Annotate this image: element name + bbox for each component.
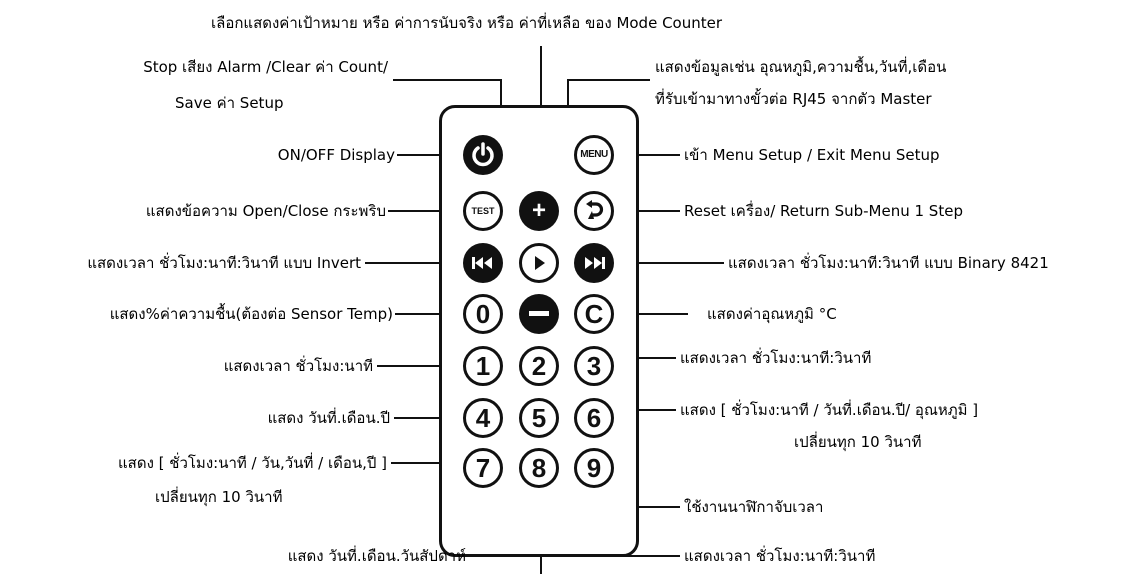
power-icon [472,142,494,167]
seven-button-label: 7 [475,453,491,483]
label-seven-line1: แสดง [ ชั่วโมง:นาที / วัน,วันที่ / เดือน… [118,454,387,472]
seven-button[interactable]: 7 [463,448,503,488]
c-button[interactable]: C [574,294,614,334]
five-button-label: 5 [531,403,547,433]
test-button[interactable]: TEST [463,191,503,231]
label-six-line1: แสดง [ ชั่วโมง:นาที / วันที่.เดือน.ปี/ อ… [680,401,979,419]
play-button[interactable] [519,243,559,283]
minus-button[interactable] [519,294,559,334]
label-five: แสดง วันที่.เดือน.วันสัปดาห์ [287,547,466,565]
label-menu: เข้า Menu Setup / Exit Menu Setup [684,146,940,164]
eight-button[interactable]: 8 [519,448,559,488]
label-power: ON/OFF Display [277,146,395,164]
menu-button-label: MENU [580,149,608,160]
label-prev: แสดงเวลา ชั่วโมง:นาที:วินาที แบบ Invert [87,254,361,272]
return-icon [586,200,604,219]
play-icon [535,256,545,270]
label-one: แสดงเวลา ชั่วโมง:นาที [223,357,373,375]
return-button[interactable] [574,191,614,231]
label-mode-counter: เลือกแสดงค่าเป้าหมาย หรือ ค่าการนับจริง … [211,14,723,32]
test-button-label: TEST [471,205,495,216]
label-three: แสดงเวลา ชั่วโมง:นาที:วินาที [680,349,872,367]
five-button[interactable]: 5 [519,398,559,438]
four-button[interactable]: 4 [463,398,503,438]
label-seven-line2: เปลี่ยนทุก 10 วินาที [155,488,283,506]
label-six-line2: เปลี่ยนทุก 10 วินาที [794,433,922,451]
label-zero: แสดง%ค่าความชื้น(ต้องต่อ Sensor Temp) [109,305,393,323]
nine-button-label: 9 [586,453,602,483]
eight-button-label: 8 [531,453,547,483]
one-button[interactable]: 1 [463,346,503,386]
prev-button[interactable] [463,243,503,283]
label-return: Reset เครื่อง/ Return Sub-Menu 1 Step [684,202,963,220]
four-button-label: 4 [475,403,491,433]
six-button[interactable]: 6 [574,398,614,438]
label-test: แสดงข้อความ Open/Close กระพริบ [145,202,386,220]
fast-forward-icon [585,257,605,269]
zero-button[interactable]: 0 [463,294,503,334]
label-master-data-line1: แสดงข้อมูลเช่น อุณหภูมิ,ความชื้น,วันที่,… [655,58,947,76]
one-button-label: 1 [475,351,491,381]
next-button[interactable] [574,243,614,283]
plus-button[interactable]: + [519,191,559,231]
three-button[interactable]: 3 [574,346,614,386]
label-four: แสดง วันที่.เดือน.ปี [267,409,390,427]
label-master-data-line2: ที่รับเข้ามาทางขั้วต่อ RJ45 จากตัว Maste… [655,90,932,108]
menu-button[interactable]: MENU [574,135,614,175]
six-button-label: 6 [586,403,602,433]
two-button-label: 2 [531,351,547,381]
c-button-label: C [584,299,604,329]
two-button[interactable]: 2 [519,346,559,386]
label-stop-alarm-line2: Save ค่า Setup [175,94,284,112]
zero-button-label: 0 [475,299,491,329]
label-next: แสดงเวลา ชั่วโมง:นาที:วินาที แบบ Binary … [728,254,1049,272]
three-button-label: 3 [586,351,602,381]
label-stop-alarm-line1: Stop เสียง Alarm /Clear ค่า Count/ [143,58,388,76]
label-nine: ใช้งานนาฬิกาจับเวลา [684,498,824,516]
plus-button-label: + [531,197,546,224]
rewind-icon [472,257,492,269]
label-two: แสดงเวลา ชั่วโมง:นาที:วินาที [684,547,876,565]
nine-button[interactable]: 9 [574,448,614,488]
minus-icon [529,311,549,316]
power-button[interactable] [463,135,503,175]
label-c: แสดงค่าอุณหภูมิ °C [707,305,837,323]
